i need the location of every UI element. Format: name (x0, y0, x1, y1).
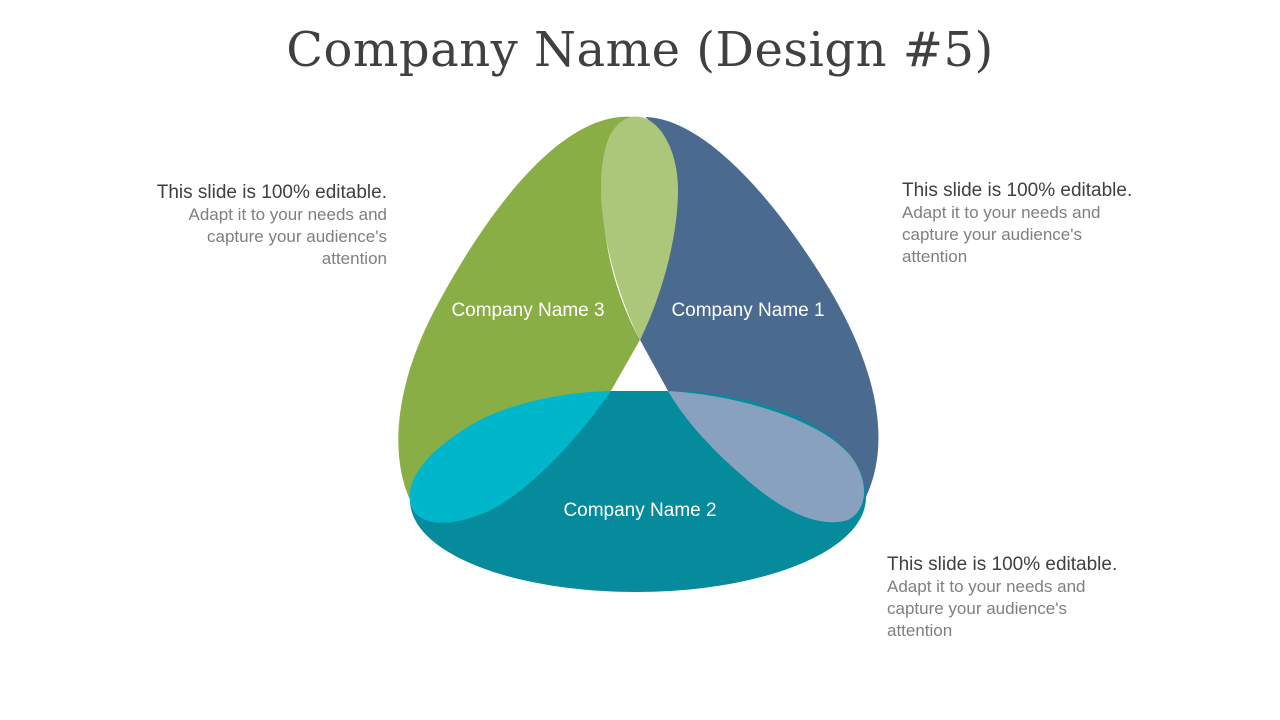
callout-right-top: This slide is 100% editable. Adapt it to… (902, 179, 1172, 268)
callout-right-top-body-line-3: attention (902, 247, 968, 266)
callout-left-body-line-1: Adapt it to your needs and (188, 205, 387, 224)
callout-right-top-body-line-1: Adapt it to your needs and (902, 203, 1101, 222)
callout-left-body-line-2: capture your audience's (207, 227, 387, 246)
callout-right-top-body-line-2: capture your audience's (902, 225, 1082, 244)
callout-right-bottom-heading: This slide is 100% editable. (887, 554, 1118, 575)
slide-title: Company Name (Design #5) (286, 22, 994, 78)
center-gap (611, 340, 668, 391)
overlap-right (668, 391, 865, 523)
callout-right-bottom-body-line-3: attention (887, 621, 953, 640)
callout-right-bottom-body-line-2: capture your audience's (887, 599, 1067, 618)
overlap-left (409, 391, 611, 523)
petal-label-company-3: Company Name 3 (451, 300, 604, 321)
callout-right-bottom-body-line-1: Adapt it to your needs and (887, 577, 1086, 596)
callout-right-bottom: This slide is 100% editable. Adapt it to… (887, 553, 1157, 642)
overlap-top (601, 116, 678, 340)
callout-right-top-heading: This slide is 100% editable. (902, 180, 1133, 201)
callout-left-heading: This slide is 100% editable. (156, 182, 387, 203)
petal-company-1[interactable] (640, 117, 879, 497)
callout-left: This slide is 100% editable. Adapt it to… (87, 181, 387, 270)
petal-label-company-2: Company Name 2 (563, 500, 716, 521)
callout-left-body-line-3: attention (321, 249, 387, 268)
petal-label-company-1: Company Name 1 (671, 300, 824, 321)
